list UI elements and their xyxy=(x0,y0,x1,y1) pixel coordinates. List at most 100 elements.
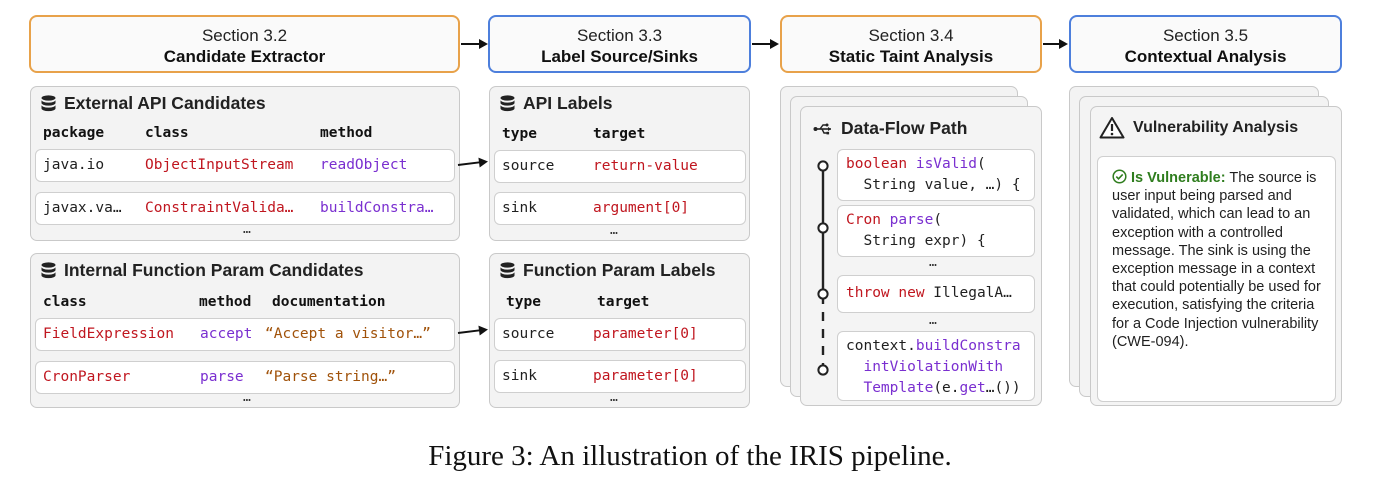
cell-method: readObject xyxy=(320,157,408,173)
section-name: Static Taint Analysis xyxy=(828,47,994,66)
code-step-1: boolean isValid( String value, …) { xyxy=(837,149,1035,201)
column-header: method xyxy=(199,294,252,310)
database-icon xyxy=(500,261,515,278)
cell-method: parse xyxy=(200,369,244,385)
panel-title-text: Function Param Labels xyxy=(523,260,716,280)
code-text: ( xyxy=(976,156,986,172)
cell-package: java.io xyxy=(43,157,105,173)
code-function: intViolationWith xyxy=(846,359,1004,375)
cell-target: argument[0] xyxy=(593,200,690,216)
arrow-head-icon xyxy=(479,39,488,49)
panel-title: Function Param Labels xyxy=(500,260,716,281)
panel-title: Data-Flow Path xyxy=(813,118,967,139)
figure-caption: Figure 3: An illustration of the IRIS pi… xyxy=(428,440,952,472)
verdict-label: Is Vulnerable: xyxy=(1131,170,1226,186)
code-text: String expr) { xyxy=(846,233,986,249)
panel-title-text: Vulnerability Analysis xyxy=(1133,118,1299,136)
section-number: Section 3.5 xyxy=(1162,26,1249,45)
column-header: package xyxy=(43,125,105,141)
code-step-3: throw new IllegalA… xyxy=(837,275,1035,313)
cell-method: accept xyxy=(200,326,253,342)
code-keyword: Cron xyxy=(846,212,881,228)
table-row: source parameter[0] xyxy=(494,318,746,351)
cell-type: sink xyxy=(502,368,537,384)
usb-icon xyxy=(813,123,831,134)
cell-type: source xyxy=(502,158,555,174)
section-header-candidate-extractor: Section 3.2 Candidate Extractor xyxy=(29,15,460,73)
section-header-label-source-sinks: Section 3.3 Label Source/Sinks xyxy=(488,15,751,73)
cell-class: CronParser xyxy=(43,369,131,385)
cell-target: parameter[0] xyxy=(593,326,698,342)
column-header: class xyxy=(145,125,189,141)
column-header: method xyxy=(320,125,373,141)
table-row: java.io ObjectInputStream readObject xyxy=(35,149,455,182)
code-function: parse xyxy=(889,212,934,228)
cell-type: source xyxy=(502,326,555,342)
panel-title-text: Internal Function Param Candidates xyxy=(64,260,364,280)
more-indicator: … xyxy=(243,222,251,237)
panel-title: API Labels xyxy=(500,93,612,114)
panel-title-text: API Labels xyxy=(523,93,613,113)
column-header: class xyxy=(43,294,87,310)
code-text: …()) xyxy=(985,380,1021,396)
code-function: buildConstra xyxy=(915,338,1021,354)
check-circle-icon xyxy=(1112,169,1127,184)
data-flow-path-card: Data-Flow Path boolean isValid( String v… xyxy=(800,106,1042,406)
panel-title: Internal Function Param Candidates xyxy=(41,260,364,281)
column-header: target xyxy=(597,294,650,310)
warning-triangle-icon xyxy=(1099,117,1125,139)
section-number: Section 3.3 xyxy=(576,26,663,45)
code-text: IllegalA… xyxy=(924,285,1012,301)
database-icon xyxy=(500,94,515,111)
cell-type: sink xyxy=(502,200,537,216)
table-row: source return-value xyxy=(494,150,746,183)
cell-method: buildConstra… xyxy=(320,200,434,216)
code-step-2: Cron parse( String expr) { xyxy=(837,205,1035,257)
panel-title-text: External API Candidates xyxy=(64,93,266,113)
flow-arrow xyxy=(752,43,770,45)
column-header: target xyxy=(593,126,646,142)
cell-package: javax.va… xyxy=(43,200,122,216)
cell-target: return-value xyxy=(593,158,698,174)
cell-documentation: “Accept a visitor…” xyxy=(265,326,431,342)
table-row: sink argument[0] xyxy=(494,192,746,225)
code-text: context. xyxy=(846,338,916,354)
database-icon xyxy=(41,94,56,111)
database-icon xyxy=(41,261,56,278)
table-row: FieldExpression accept “Accept a visitor… xyxy=(35,318,455,351)
vulnerability-verdict-box: Is Vulnerable: The source is user input … xyxy=(1097,156,1336,402)
arrow-head-icon xyxy=(478,156,489,168)
cell-target: parameter[0] xyxy=(593,368,698,384)
flow-arrow xyxy=(457,161,480,166)
section-header-static-taint-analysis: Section 3.4 Static Taint Analysis xyxy=(780,15,1042,73)
section-name: Contextual Analysis xyxy=(1124,47,1287,66)
flow-arrow xyxy=(461,43,479,45)
code-text: (e. xyxy=(933,380,960,396)
flow-arrow xyxy=(457,329,480,334)
code-text: ( xyxy=(933,212,943,228)
code-function: get xyxy=(959,380,986,396)
cell-class: ObjectInputStream xyxy=(145,157,294,173)
section-name: Label Source/Sinks xyxy=(541,47,698,66)
more-indicator: … xyxy=(610,223,618,238)
flow-arrow xyxy=(1043,43,1059,45)
verdict-text: The source is user input being parsed an… xyxy=(1112,170,1321,350)
cell-class: ConstraintValida… xyxy=(145,200,294,216)
panel-title-text: Data-Flow Path xyxy=(841,118,968,138)
column-header: type xyxy=(502,126,537,142)
panel-title: External API Candidates xyxy=(41,93,266,114)
code-keyword: boolean xyxy=(846,156,908,172)
code-text: String value, …) { xyxy=(846,177,1021,193)
more-indicator: … xyxy=(929,255,937,270)
arrow-head-icon xyxy=(770,39,779,49)
table-row: javax.va… ConstraintValida… buildConstra… xyxy=(35,192,455,225)
more-indicator: … xyxy=(243,390,251,405)
code-function: isValid xyxy=(915,156,977,172)
section-header-contextual-analysis: Section 3.5 Contextual Analysis xyxy=(1069,15,1342,73)
cell-documentation: “Parse string…” xyxy=(265,369,396,385)
internal-function-param-candidates-panel: Internal Function Param Candidates class… xyxy=(30,253,460,408)
section-number: Section 3.4 xyxy=(868,26,954,45)
vulnerability-analysis-card: Vulnerability Analysis Is Vulnerable: Th… xyxy=(1090,106,1342,406)
cell-class: FieldExpression xyxy=(43,326,174,342)
more-indicator: … xyxy=(610,390,618,405)
